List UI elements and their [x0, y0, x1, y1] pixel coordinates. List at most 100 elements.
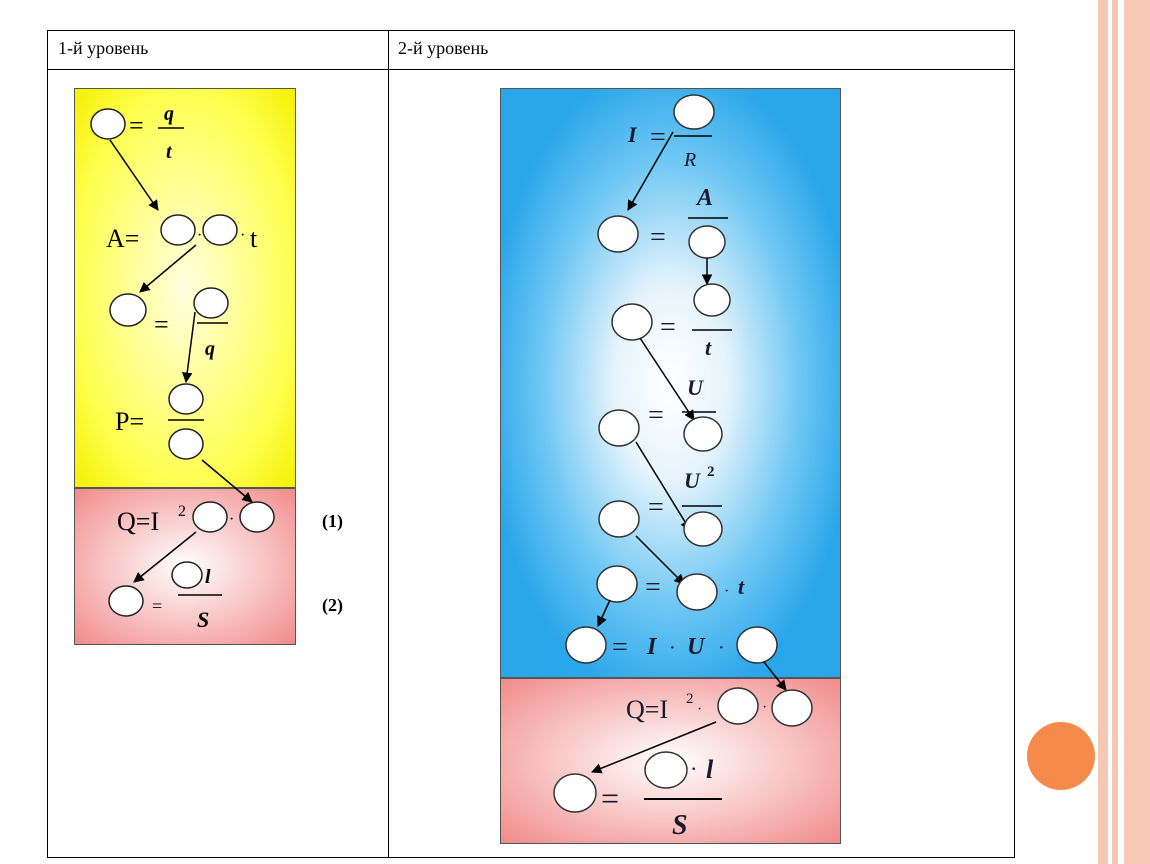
level2-formula-7: = I · U · [565, 626, 778, 664]
circle-placeholder-icon[interactable] [193, 287, 229, 319]
circle-placeholder-icon[interactable] [771, 689, 813, 727]
arrow-icon [139, 244, 197, 293]
circle-placeholder-icon[interactable] [598, 409, 640, 447]
svg-text:·: · [724, 583, 729, 600]
l1-f1-num: q [164, 103, 174, 125]
l2-f4-num: U [687, 375, 704, 400]
frame-stripe-3 [1124, 0, 1150, 864]
circle-placeholder-icon[interactable] [717, 687, 759, 725]
svg-text:·: · [690, 756, 697, 781]
circle-placeholder-icon[interactable] [598, 500, 640, 538]
circle-placeholder-icon[interactable] [168, 383, 204, 415]
l1-f5-exp: 2 [178, 503, 186, 520]
circle-placeholder-icon[interactable] [683, 511, 723, 547]
svg-text:·: · [762, 699, 767, 716]
l2-f1-den: R [683, 149, 696, 171]
level2-formula-9: = · l S [553, 751, 722, 841]
l2-f9-num: l [706, 755, 714, 784]
arrow-icon [109, 139, 159, 211]
circle-placeholder-icon[interactable] [683, 416, 723, 452]
level2-formula-4: = U [598, 375, 723, 452]
equation-label-2: (2) [322, 595, 343, 616]
svg-text:=: = [650, 122, 666, 153]
equation-label-1: (1) [322, 511, 343, 532]
circle-placeholder-icon[interactable] [192, 501, 228, 533]
level2-formula-6: = · t [596, 565, 745, 611]
svg-text:=: = [660, 312, 676, 343]
circle-placeholder-icon[interactable] [160, 214, 196, 246]
level1-formula-3: = q [109, 287, 229, 360]
circle-placeholder-icon[interactable] [109, 293, 147, 327]
circle-placeholder-icon[interactable] [90, 108, 126, 140]
circle-placeholder-icon[interactable] [688, 225, 726, 259]
l2-f7-mid2: U [687, 634, 706, 660]
level1-formula-5: Q=I 2 · [117, 501, 275, 536]
l2-f1-lhs: I [627, 122, 638, 147]
svg-text:=: = [601, 780, 619, 816]
l2-f5-exp: 2 [707, 464, 715, 480]
l1-f4-lhs: P= [115, 407, 144, 436]
l1-f6-num: l [205, 566, 211, 588]
level2-formula-3: = t [611, 283, 732, 360]
circle-placeholder-icon[interactable] [611, 303, 653, 341]
orange-circle-icon [1027, 722, 1095, 790]
circle-placeholder-icon[interactable] [168, 428, 204, 460]
arrow-icon [627, 131, 674, 211]
level2-formula-8: Q=I 2 · · [626, 687, 813, 727]
l2-f8-exp: 2 [686, 691, 694, 707]
l2-f8-lhs: Q=I [626, 695, 668, 724]
svg-text:=: = [154, 310, 169, 339]
arrow-icon [591, 721, 717, 774]
circle-placeholder-icon[interactable] [553, 773, 597, 813]
level1-formula-6: = l S [108, 561, 222, 632]
l1-f2-lhs: A= [106, 224, 139, 253]
svg-text:=: = [648, 400, 664, 431]
circle-placeholder-icon[interactable] [565, 626, 607, 664]
svg-text:=: = [650, 222, 666, 253]
level2-formula-2: = A [597, 185, 728, 259]
arrow-icon [635, 441, 691, 531]
arrow-icon [133, 531, 197, 583]
level1-formula-2: A= · · t [106, 214, 258, 253]
arrow-icon [635, 535, 685, 585]
l1-f3-den: q [205, 338, 215, 360]
circle-placeholder-icon[interactable] [673, 94, 715, 130]
circle-placeholder-icon[interactable] [202, 214, 238, 246]
l2-f2-num: A [695, 185, 713, 211]
column-header-level-2: 2-й уровень [398, 38, 489, 58]
svg-text:·: · [197, 227, 202, 244]
circle-placeholder-icon[interactable] [171, 561, 203, 589]
l2-f6-suffix: t [738, 574, 745, 599]
header-divider [47, 69, 1015, 70]
arrow-icon [639, 337, 695, 421]
circle-placeholder-icon[interactable] [108, 585, 144, 617]
arrow-icon [597, 599, 611, 627]
circle-placeholder-icon[interactable] [597, 215, 639, 253]
column-divider [388, 30, 389, 858]
svg-text:·: · [229, 511, 234, 528]
level1-formula-4: P= [115, 383, 204, 460]
svg-text:·: · [669, 637, 676, 659]
frame-stripe-1 [1098, 0, 1108, 864]
circle-placeholder-icon[interactable] [239, 501, 275, 533]
svg-text:=: = [612, 632, 628, 663]
arrow-icon [181, 311, 196, 384]
l2-f5-num: U [684, 468, 701, 493]
l1-f2-suffix: t [250, 224, 258, 253]
l2-f9-den: S [672, 810, 688, 841]
l1-f5-lhs: Q=I [117, 507, 159, 536]
circle-placeholder-icon[interactable] [736, 626, 778, 664]
worksheet-table [47, 30, 1015, 858]
circle-placeholder-icon[interactable] [644, 751, 688, 789]
circle-placeholder-icon[interactable] [676, 573, 718, 611]
svg-text:·: · [240, 227, 245, 244]
circle-placeholder-icon[interactable] [693, 283, 731, 317]
level1-formula-1: = q t [90, 103, 184, 163]
svg-text:=: = [129, 111, 144, 140]
svg-text:=: = [648, 492, 664, 523]
arrow-icon [201, 459, 253, 503]
svg-text:=: = [152, 596, 162, 616]
circle-placeholder-icon[interactable] [596, 565, 638, 603]
level2-blue-panel [500, 88, 841, 678]
